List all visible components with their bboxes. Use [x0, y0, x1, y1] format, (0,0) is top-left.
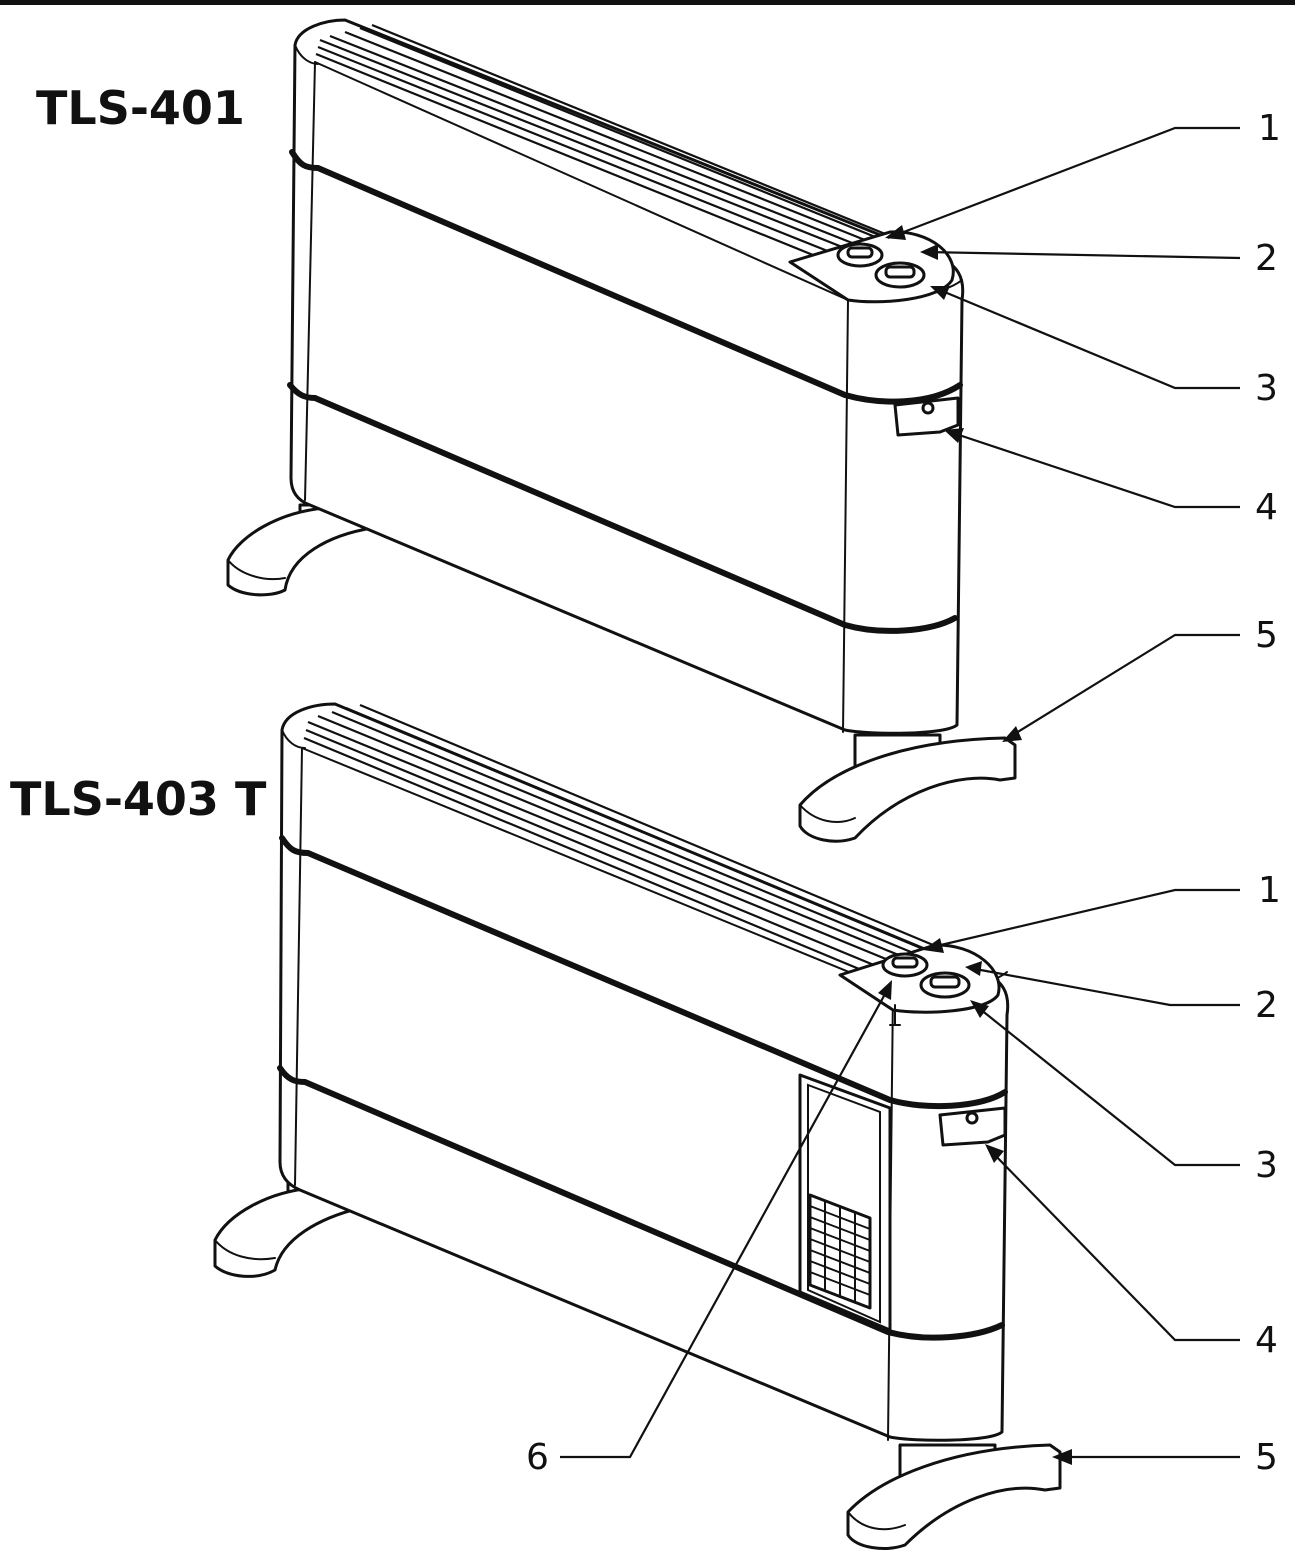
right-foot [798, 733, 1017, 843]
handle [938, 1106, 1007, 1147]
callout-5: 5 [1255, 615, 1278, 656]
right-foot [846, 1443, 1062, 1550]
top-grille [315, 23, 901, 276]
callout-2: 2 [1255, 985, 1278, 1026]
callout-6: 6 [526, 1437, 549, 1478]
top-grille [303, 703, 946, 990]
callout-5: 5 [1255, 1437, 1278, 1478]
heater-tls-401 [226, 18, 1017, 843]
callout-3: 3 [1255, 368, 1278, 409]
top-border-line [0, 0, 1295, 5]
left-foot [226, 503, 374, 597]
model-title-tls-401: TLS-401 [36, 81, 245, 135]
callout-2: 2 [1255, 238, 1278, 279]
callout-1: 1 [1258, 108, 1281, 149]
control-panel [788, 230, 955, 304]
callout-4: 4 [1255, 1320, 1278, 1361]
body [278, 702, 1010, 1442]
control-panel [838, 943, 1001, 1026]
model-title-tls-403t: TLS-403 T [10, 772, 267, 826]
timer-module [798, 1073, 892, 1332]
timer-vent [808, 1193, 872, 1310]
heater-tls-403t [213, 702, 1062, 1550]
body [289, 18, 965, 735]
callout-1: 1 [1258, 870, 1281, 911]
callout-leaders [560, 126, 1241, 1465]
handle [893, 396, 960, 437]
callout-4: 4 [1255, 487, 1278, 528]
callout-3: 3 [1255, 1145, 1278, 1186]
